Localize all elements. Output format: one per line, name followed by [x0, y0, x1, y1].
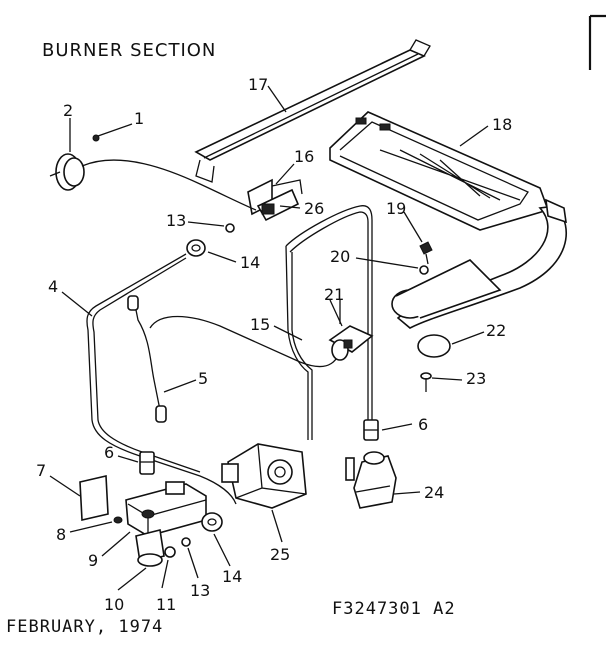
part-18-burner	[329, 111, 568, 329]
callout-26: 26	[304, 199, 324, 218]
callout-23: 23	[466, 369, 486, 388]
part-7-plate	[79, 475, 109, 521]
part-2-thermostat	[49, 134, 257, 211]
part-6-fitting-right	[363, 419, 379, 441]
callout-13-upper: 13	[166, 211, 186, 230]
part-23-screw	[420, 372, 432, 392]
part-24-valve	[345, 451, 397, 509]
callout-25: 25	[270, 545, 290, 564]
corner-mark	[588, 14, 606, 70]
part-14-nut-upper	[186, 239, 206, 257]
callout-9: 9	[88, 551, 98, 570]
part-9-main-valve	[125, 481, 207, 537]
callout-labels: 1 2 4 5 6 6 7 8 9 10 11 13 13 14 14 15 1…	[36, 75, 512, 614]
leader-lines	[49, 85, 489, 591]
part-8-screw	[113, 516, 123, 524]
footer-part-code: F3247301 A2	[332, 599, 456, 619]
callout-11: 11	[156, 595, 176, 614]
callout-14-lower: 14	[222, 567, 242, 586]
part-13-washer-upper	[225, 223, 235, 233]
callout-24: 24	[424, 483, 444, 502]
callout-6-right: 6	[418, 415, 428, 434]
part-20-washer	[419, 265, 429, 275]
callout-20: 20	[330, 247, 350, 266]
callout-10: 10	[104, 595, 124, 614]
callout-21: 21	[324, 285, 344, 304]
footer-date: FEBRUARY, 1974	[6, 617, 163, 637]
part-25-control	[221, 443, 307, 509]
part-5-wire	[127, 295, 167, 423]
callout-7: 7	[36, 461, 46, 480]
part-16-bracket	[247, 178, 303, 222]
callout-19: 19	[386, 199, 406, 218]
part-22-plate	[417, 334, 451, 358]
part-10-fitting	[135, 529, 165, 567]
callout-16: 16	[294, 147, 314, 166]
part-13-washer-lower	[181, 537, 191, 547]
callout-6-left: 6	[104, 443, 114, 462]
callout-8: 8	[56, 525, 66, 544]
callout-14-upper: 14	[240, 253, 260, 272]
part-17-rail	[194, 39, 431, 183]
callout-2: 2	[63, 101, 73, 120]
part-6-fitting-left	[139, 451, 155, 475]
diagram-title: BURNER SECTION	[42, 40, 216, 61]
callout-22: 22	[486, 321, 506, 340]
callout-13-lower: 13	[190, 581, 210, 600]
part-21-pilot	[328, 299, 374, 361]
callout-15: 15	[250, 315, 270, 334]
callout-1: 1	[134, 109, 144, 128]
part-19-screw	[419, 241, 433, 265]
part-14-nut-lower	[201, 512, 223, 532]
part-15-tube	[149, 315, 341, 368]
callout-17: 17	[248, 75, 268, 94]
callout-5: 5	[198, 369, 208, 388]
callout-4: 4	[48, 277, 58, 296]
part-11-washer	[164, 546, 176, 558]
part-4-tube	[86, 253, 237, 505]
callout-18: 18	[492, 115, 512, 134]
